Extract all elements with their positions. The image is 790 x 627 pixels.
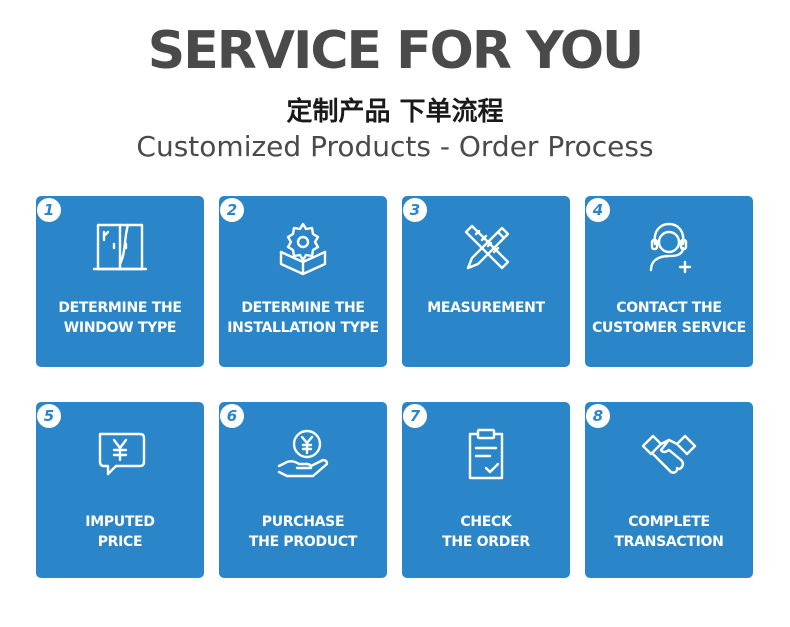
yuan-chat-icon (90, 424, 150, 484)
step-number-badge: 8 (586, 404, 610, 428)
step-number-badge: 6 (220, 404, 244, 428)
step-number-badge: 2 (220, 198, 244, 222)
subtitle-chinese: 定制产品 下单流程 (286, 97, 504, 127)
step-number-badge: 5 (37, 404, 61, 428)
gear-box-icon (273, 218, 333, 278)
step-card-3: 3 MEASUREMENT (402, 196, 570, 367)
step-number-badge: 7 (403, 404, 427, 428)
handshake-icon (639, 424, 699, 484)
ruler-pencil-icon (456, 218, 516, 278)
page-title: SERVICE FOR YOU (147, 21, 645, 81)
subtitle-english: Customized Products - Order Process (136, 130, 654, 163)
headset-icon (639, 218, 699, 278)
step-label: MEASUREMENT (427, 300, 545, 316)
clipboard-check-icon (456, 424, 516, 484)
yuan-hand-icon (273, 424, 333, 484)
step-number-badge: 1 (37, 198, 61, 222)
step-number-badge: 3 (403, 198, 427, 222)
window-icon (90, 218, 150, 278)
step-number-badge: 4 (586, 198, 610, 222)
